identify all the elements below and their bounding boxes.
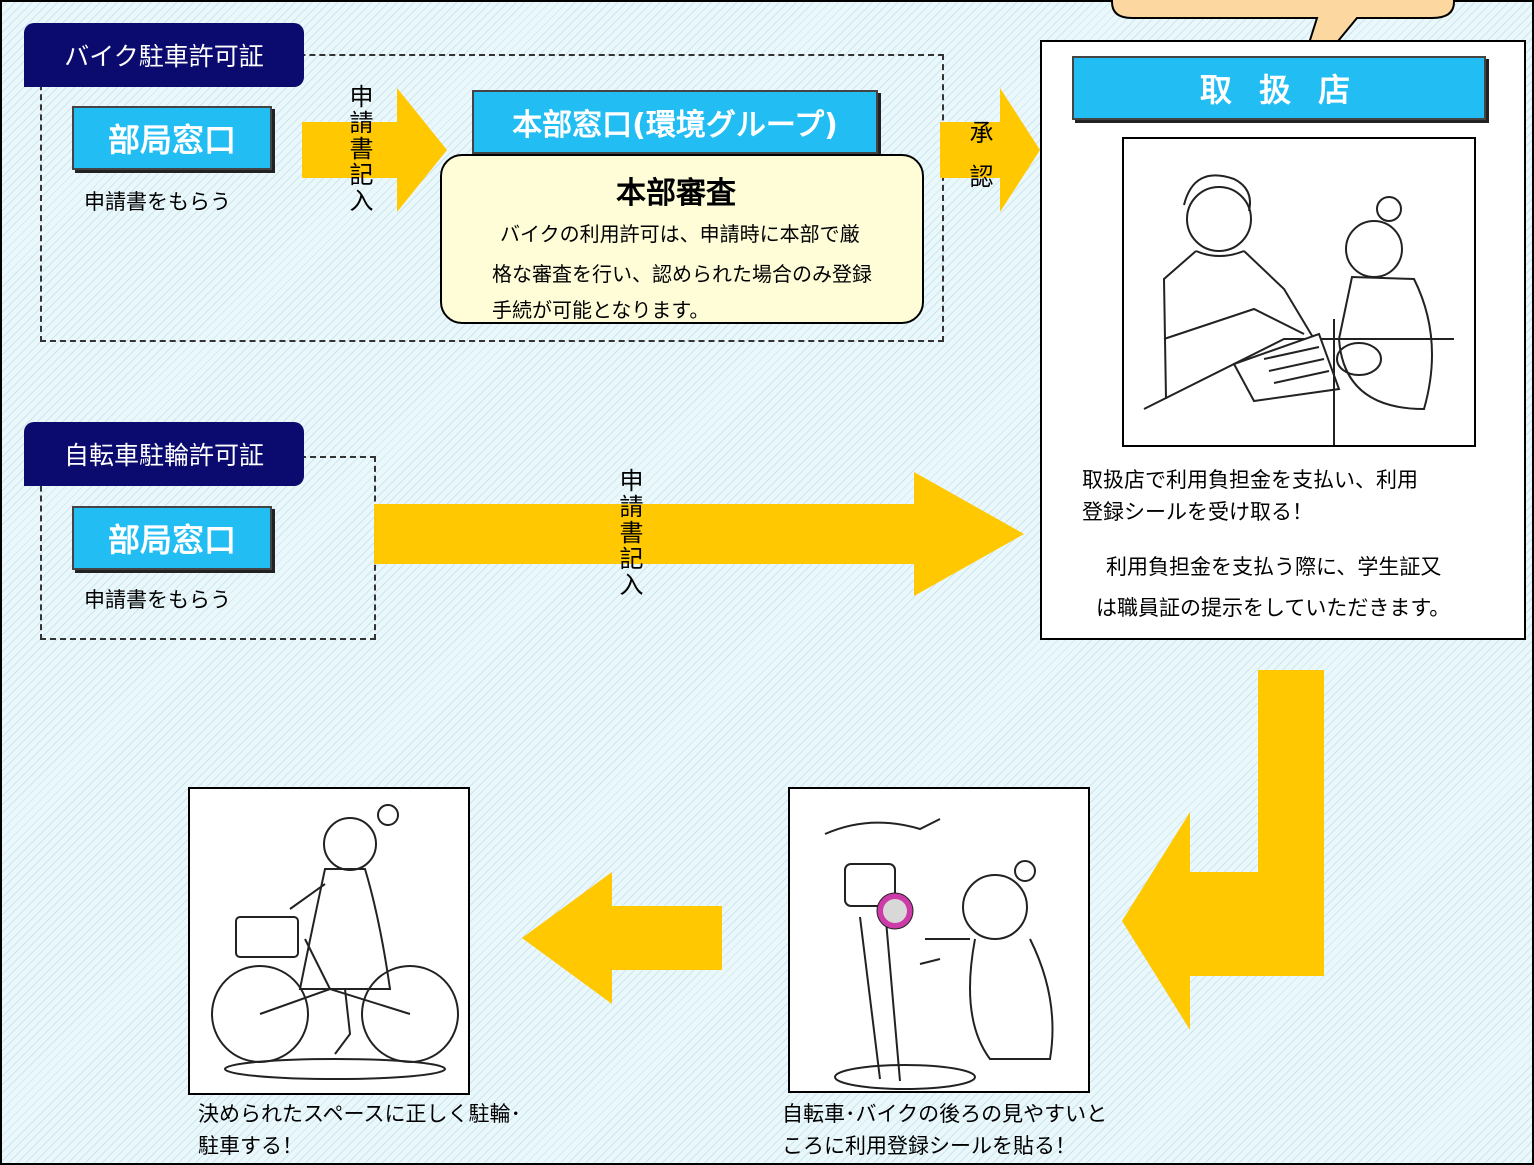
bike-dept-window: 部局窓口 [72,106,272,170]
bike-get-form-text: 申請書をもらう [84,190,231,214]
approval-arrow [940,88,1040,212]
sticker-to-park-arrow [522,872,722,1004]
hq-review-line3: 手続が可能となります。 [492,298,710,322]
cashier-customer-image [1143,174,1454,445]
hq-review-box [440,154,924,324]
bicycle-fill-form-text: 申請書記入 [615,468,643,598]
riding-bicycle-image [211,804,459,1080]
store-to-sticker-arrow [1122,670,1324,1030]
bike-permit-region [40,54,944,342]
sticker-caption-line1: 自転車･バイクの後ろの見やすいと [782,1102,1108,1126]
store-caption-line1: 取扱店で利用負担金を支払い、利用 [1082,468,1418,492]
attach-sticker-image [824,818,1054,1090]
bicycle-permit-label: 自転車駐輪許可証 [24,422,304,486]
park-caption-line2: 駐車する！ [198,1134,303,1158]
store-note-line1: 利用負担金を支払う際に、学生証又 [1106,555,1442,579]
park-illustration [188,787,470,1095]
bike-permit-label: バイク駐車許可証 [24,23,304,87]
bicycle-fill-form-arrow [374,472,1024,596]
store-title: 取 扱 店 [1072,56,1486,120]
bicycle-dept-window: 部局窓口 [72,506,272,570]
bicycle-get-form-text: 申請書をもらう [84,588,231,612]
hq-review-title: 本部審査 [616,176,736,211]
bike-fill-form-text: 申請書記入 [345,84,373,214]
sticker-illustration [788,787,1090,1093]
approval-text: 承認 [965,120,993,208]
bike-fill-form-arrow [302,88,447,212]
hq-window: 本部窓口(環境グループ) [472,90,878,154]
sticker-caption-line2: ころに利用登録シールを貼る！ [782,1134,1076,1158]
store-note-line2: は職員証の提示をしていただきます。 [1096,596,1451,620]
park-caption-line1: 決められたスペースに正しく駐輪･ [198,1102,521,1126]
callout-bubble [1111,0,1455,98]
hq-review-line1: バイクの利用許可は、申請時に本部で厳 [500,222,860,246]
store-illustration [1122,137,1476,447]
store-caption-line2: 登録シールを受け取る！ [1082,500,1313,524]
hq-review-line2: 格な審査を行い、認められた場合のみ登録 [492,262,872,286]
